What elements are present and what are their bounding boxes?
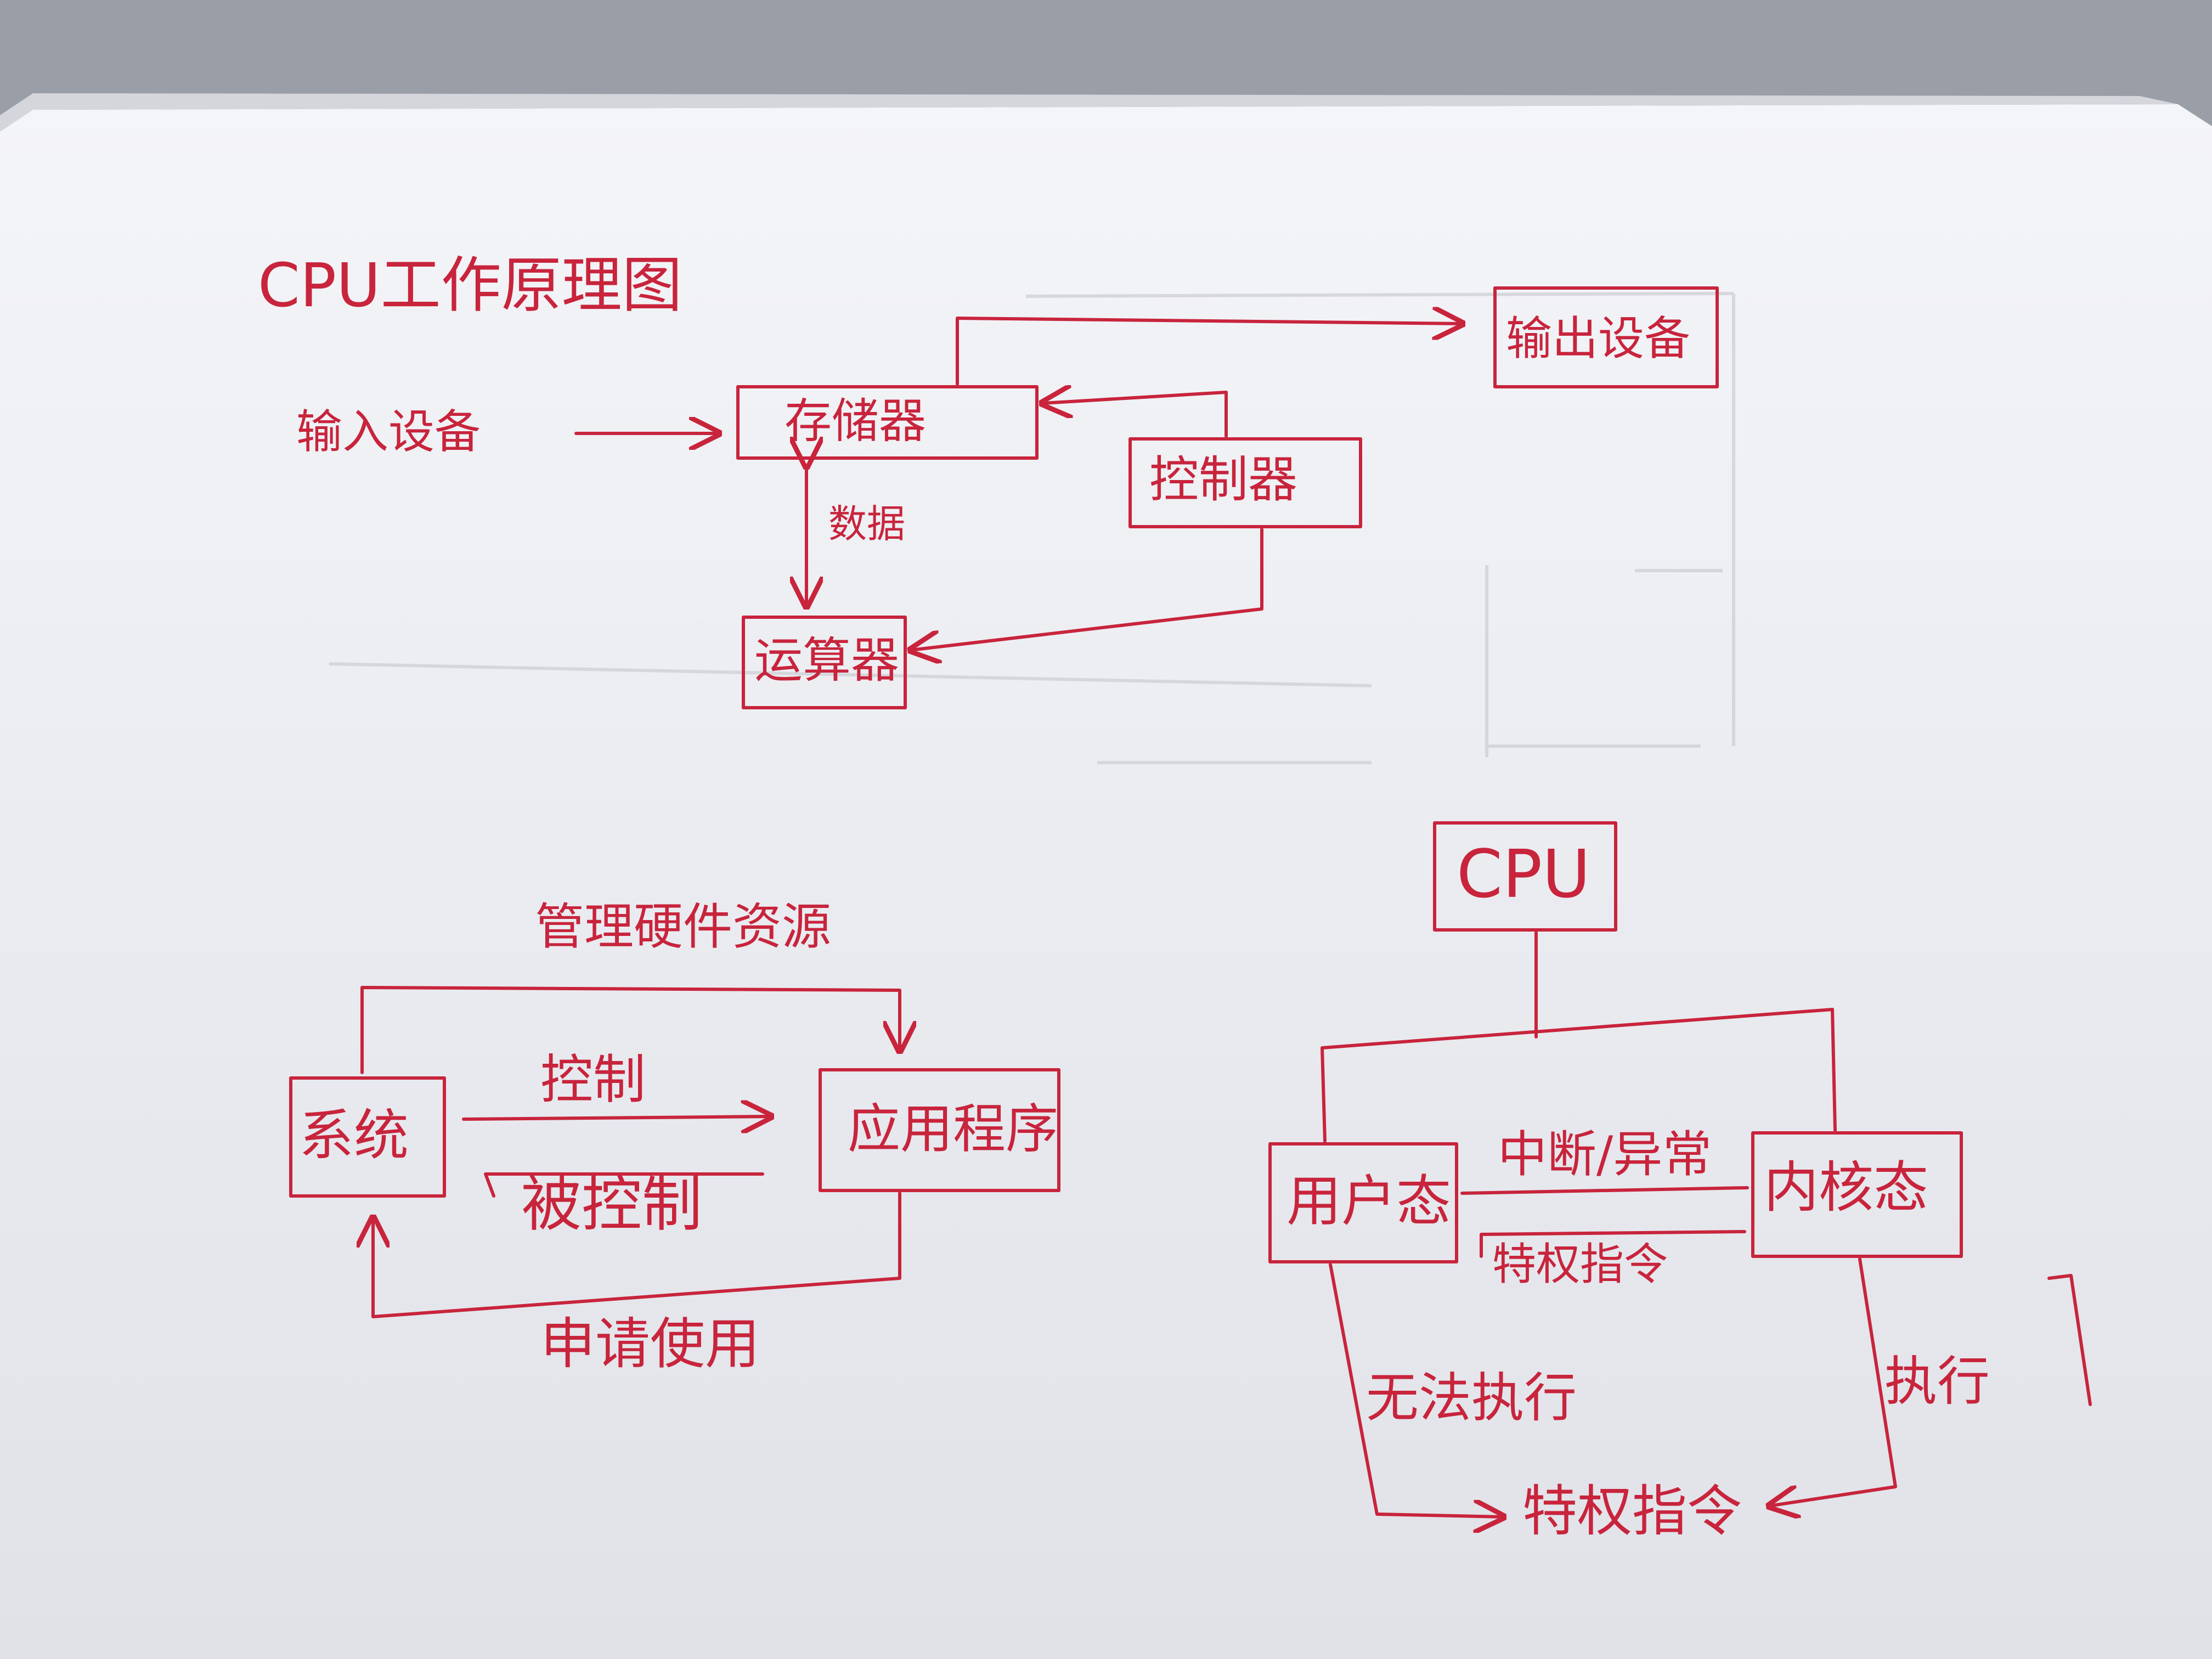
show-through-print bbox=[329, 292, 1735, 764]
cpu-box bbox=[1433, 821, 1617, 932]
system-box bbox=[289, 1076, 446, 1198]
kernel-mode-box bbox=[1751, 1131, 1963, 1258]
branch-right bbox=[1831, 1008, 1837, 1132]
paper-edge bbox=[0, 93, 2178, 132]
memory-box bbox=[736, 385, 1039, 460]
branch-left bbox=[1321, 1008, 1834, 1143]
output-device-box bbox=[1493, 286, 1719, 388]
arrow-controller-to-alu bbox=[911, 528, 1263, 650]
user-mode-label: 用户态 bbox=[1286, 1169, 1451, 1233]
output-device-label: 输出设备 bbox=[1506, 312, 1691, 365]
controller-box bbox=[1128, 437, 1362, 528]
interrupt-exception-label: 中断/异常 bbox=[1498, 1126, 1712, 1183]
input-device-label: 输入设备 bbox=[296, 405, 481, 459]
request-use-label: 申请使用 bbox=[540, 1312, 760, 1376]
application-label: 应用程序 bbox=[848, 1098, 1058, 1160]
privileged-bracket bbox=[1480, 1230, 1746, 1258]
control-label: 控制 bbox=[540, 1049, 646, 1110]
paper-sheet bbox=[0, 104, 2212, 1659]
arrow-cannot-execute bbox=[1329, 1263, 1503, 1517]
cannot-execute-label: 无法执行 bbox=[1366, 1367, 1577, 1429]
cpu-label: CPU bbox=[1457, 837, 1590, 913]
controlled-bracket bbox=[484, 1172, 764, 1198]
privileged-instruction-label: 特权指令 bbox=[1522, 1479, 1742, 1543]
application-box bbox=[819, 1068, 1060, 1192]
interrupt-line bbox=[1460, 1186, 1749, 1195]
user-mode-box bbox=[1268, 1142, 1458, 1263]
top-diagram-lines bbox=[574, 286, 1719, 709]
kernel-mode-label: 内核态 bbox=[1764, 1155, 1928, 1220]
controlled-label: 被控制 bbox=[521, 1169, 702, 1239]
alu-box bbox=[742, 616, 907, 709]
controller-label: 控制器 bbox=[1149, 451, 1297, 509]
arrow-controller-to-memory bbox=[1042, 392, 1228, 438]
side-bracket bbox=[2047, 1274, 2092, 1406]
execute-label: 执行 bbox=[1884, 1351, 1990, 1412]
system-label: 系统 bbox=[299, 1103, 409, 1167]
left-diagram-lines bbox=[289, 986, 1060, 1318]
manage-resources-label: 管理硬件资源 bbox=[535, 898, 831, 956]
arrow-manage-resources bbox=[360, 986, 900, 1074]
right-diagram-lines bbox=[1268, 821, 2092, 1517]
arrow-control bbox=[462, 1116, 771, 1119]
privileged-instruction-note: 特权指令 bbox=[1492, 1239, 1668, 1290]
diagram-title: CPU工作原理图 bbox=[258, 250, 682, 320]
arrow-request-use bbox=[373, 1192, 901, 1318]
alu-label: 运算器 bbox=[754, 632, 900, 689]
arrow-execute bbox=[1769, 1257, 1897, 1506]
memory-label: 存储器 bbox=[785, 394, 926, 449]
data-label: 数据 bbox=[828, 501, 905, 546]
arrow-memory-to-output bbox=[956, 318, 1462, 386]
